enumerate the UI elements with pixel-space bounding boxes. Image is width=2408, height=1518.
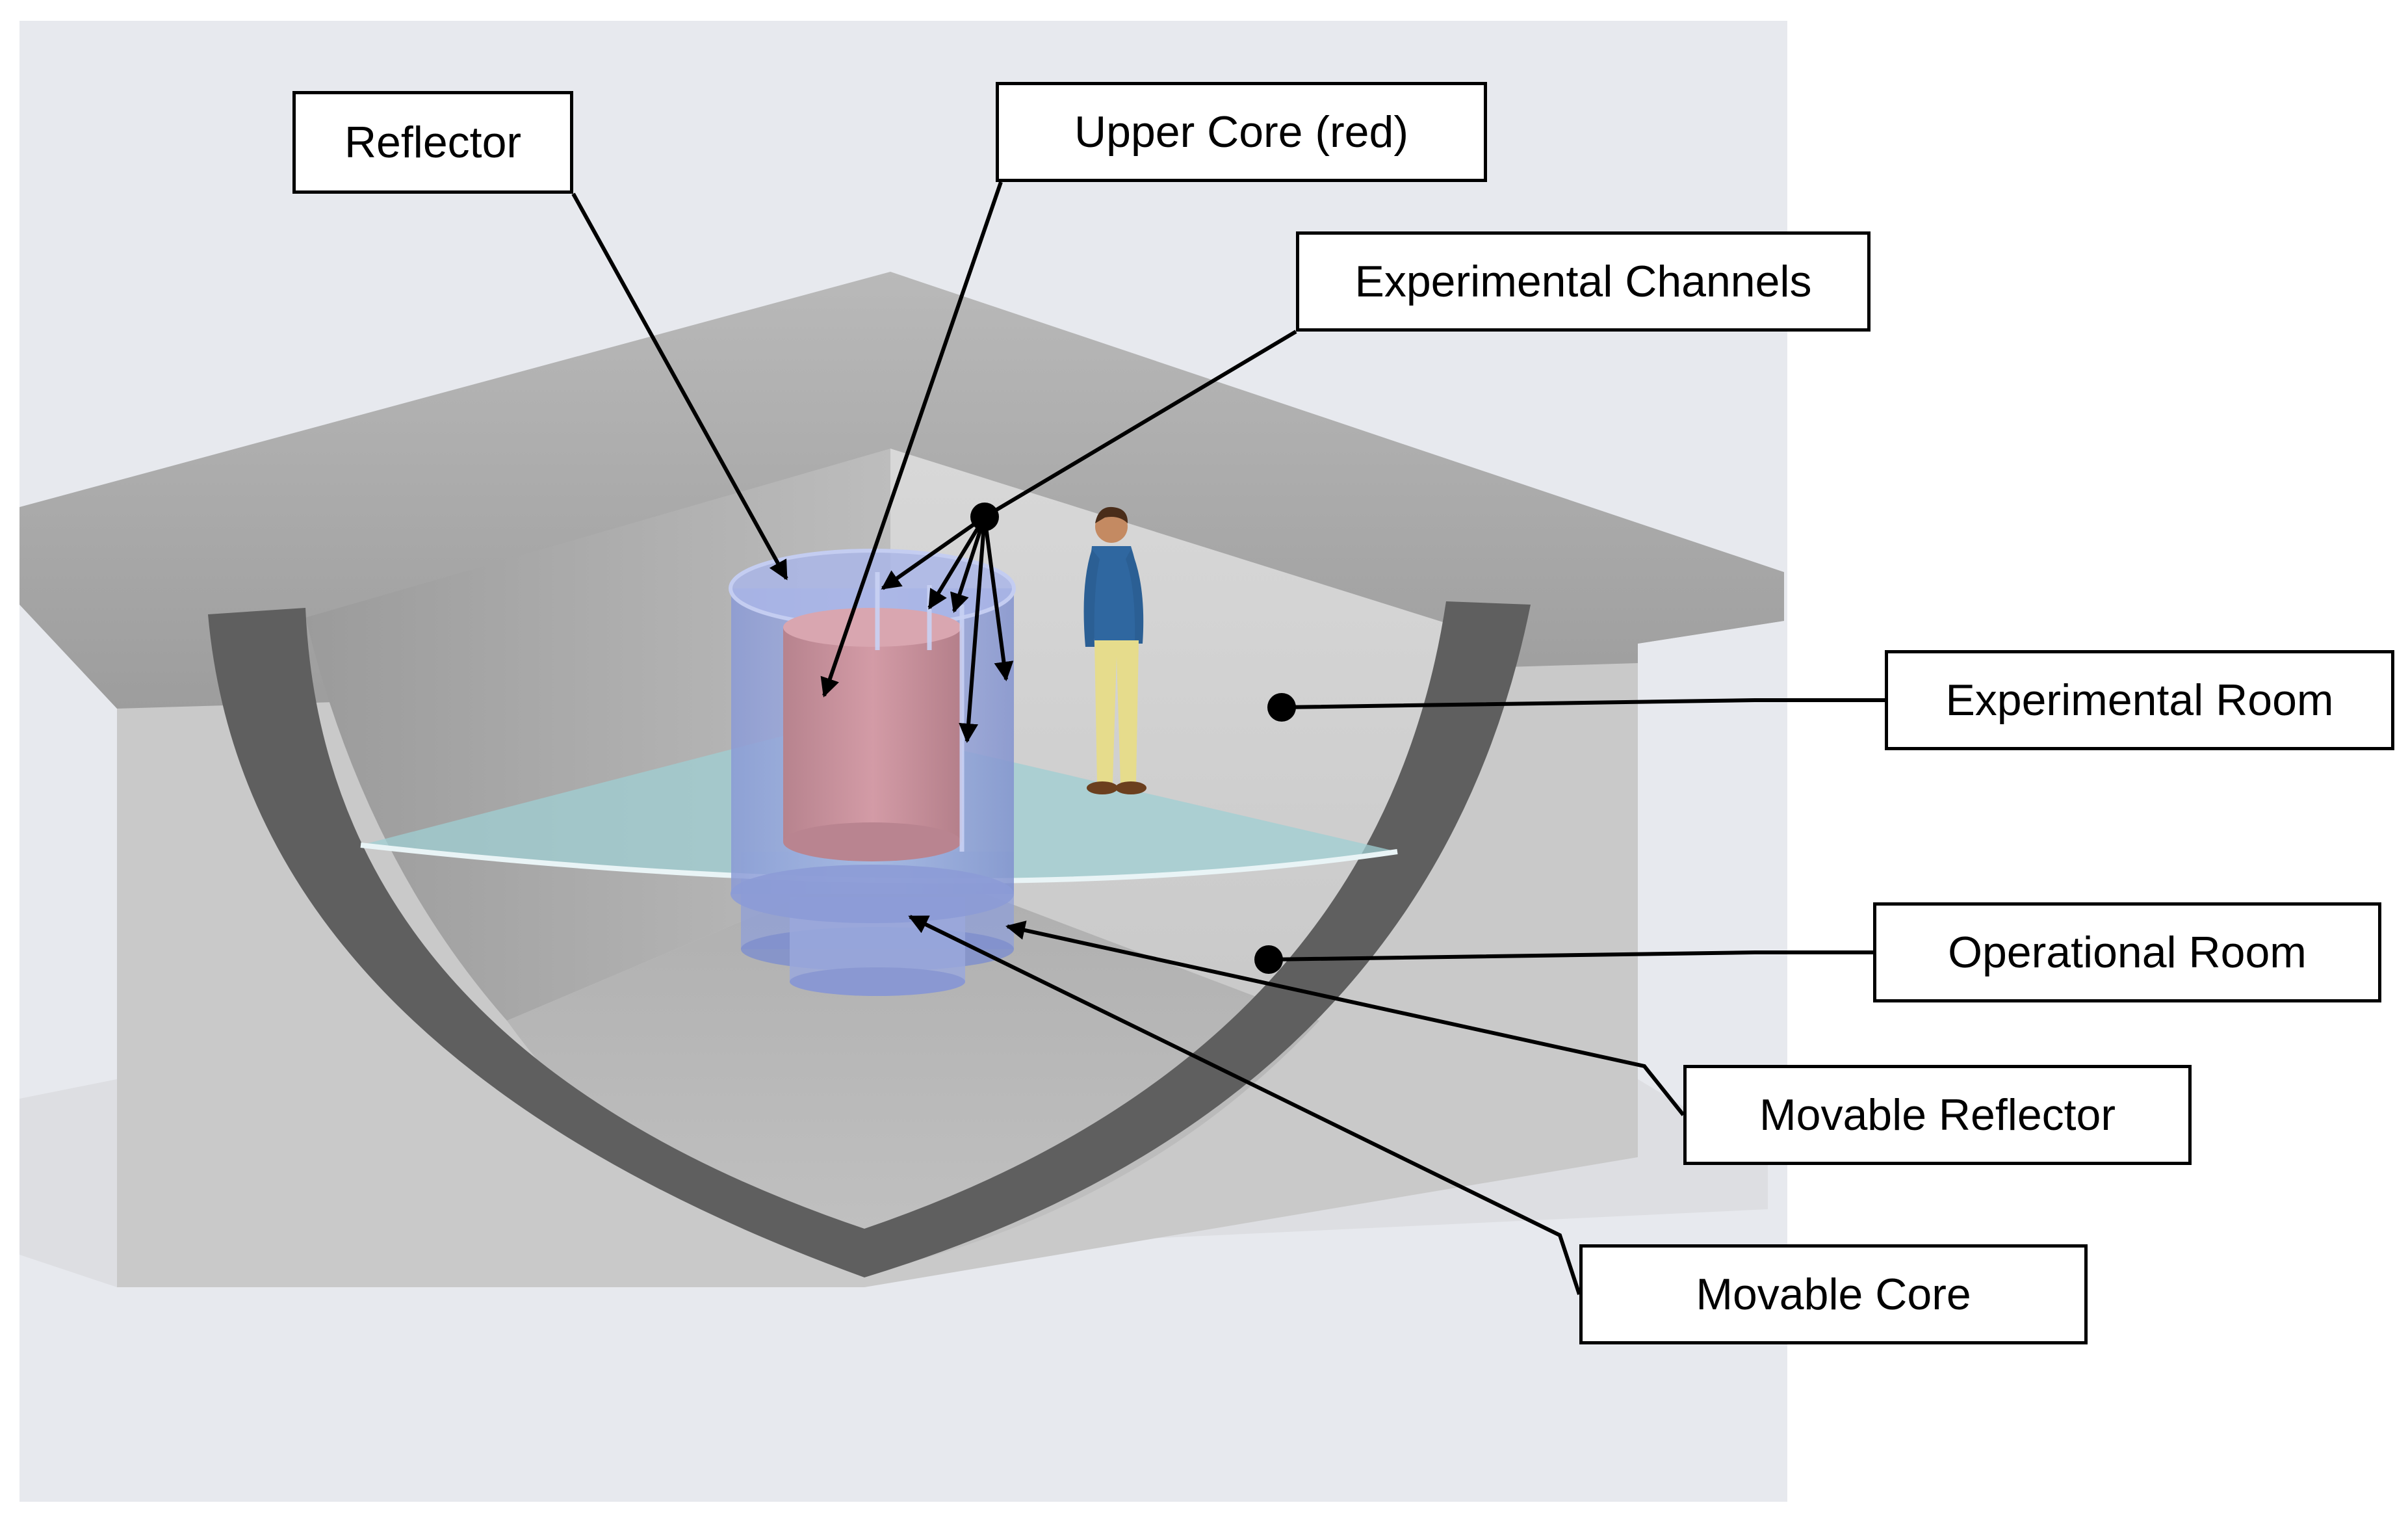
- person-legs: [1094, 640, 1139, 783]
- person-figure: [1083, 506, 1146, 794]
- person-arm-right: [1126, 549, 1144, 644]
- channel-arrow-1: [881, 515, 986, 590]
- reflector-label: Reflector: [292, 91, 573, 194]
- movable-core-label: Movable Core: [1579, 1244, 2088, 1344]
- person-shoe: [1115, 781, 1146, 794]
- person-torso: [1089, 546, 1141, 640]
- reflector-arrow: [571, 192, 788, 581]
- cavity-shell: [208, 601, 1531, 1277]
- upper-core-bottom: [783, 822, 961, 861]
- person-hair: [1095, 506, 1128, 523]
- channel-arrow-2: [927, 516, 987, 610]
- channel-arrow-5: [959, 516, 987, 743]
- operational-room-label: Operational Room: [1873, 902, 2381, 1002]
- experimental-channels-label: Experimental Channels: [1296, 231, 1871, 332]
- experimental-room-leader: [1281, 698, 1885, 709]
- leader-lines: [571, 181, 1885, 1295]
- movable-reflector-arrow: [1005, 921, 1685, 1116]
- upper-core-top: [783, 608, 961, 647]
- person-arm-left: [1083, 549, 1100, 647]
- channel-arrow-3: [950, 516, 987, 613]
- upper-core-label: Upper Core (red): [996, 82, 1487, 182]
- experimental-channels-leader: [983, 330, 1297, 519]
- movable-core-bottom: [790, 967, 965, 996]
- experimental-room-label: Experimental Room: [1885, 650, 2394, 750]
- movable-core-arrow: [908, 915, 1581, 1295]
- movable-reflector-label: Movable Reflector: [1683, 1065, 2192, 1165]
- upper-core-body: [783, 627, 962, 842]
- person-shoe: [1087, 781, 1118, 794]
- reflector-bottom: [731, 865, 1014, 923]
- operational-room-leader: [1268, 950, 1873, 962]
- upper-core-arrow: [820, 181, 1003, 698]
- channel-arrow-4: [983, 516, 1014, 681]
